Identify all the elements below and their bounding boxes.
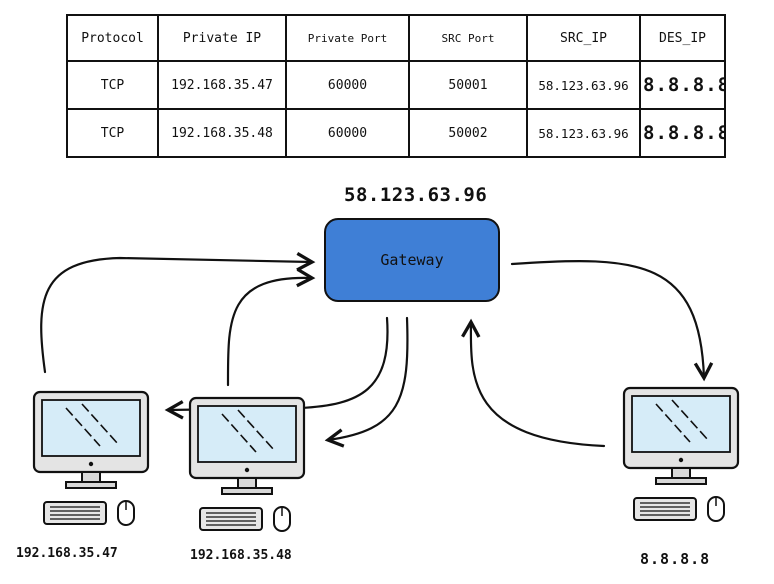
- header-src-ip: SRC_IP: [526, 14, 641, 62]
- arrow-host47-to-gateway: [40, 258, 312, 374]
- cell-des-ip: 8.8.8.8: [639, 60, 726, 110]
- computer-icon: [32, 390, 150, 526]
- cell-private-port: 60000: [285, 60, 410, 110]
- gateway-public-ip: 58.123.63.96: [344, 184, 488, 206]
- nat-table: Protocol Private IP Private Port SRC Por…: [66, 14, 726, 158]
- table-row: TCP 192.168.35.47 60000 50001 58.123.63.…: [66, 60, 726, 110]
- header-private-ip: Private IP: [157, 14, 287, 62]
- gateway-label: Gateway: [380, 251, 444, 269]
- cell-protocol: TCP: [66, 60, 159, 110]
- cell-src-port: 50002: [408, 108, 528, 158]
- header-private-port: Private Port: [285, 14, 410, 62]
- cell-src-port: 50001: [408, 60, 528, 110]
- computer-icon: [188, 396, 306, 532]
- host-ip-label: 192.168.35.48: [190, 548, 292, 563]
- host-computer-48: [186, 392, 306, 542]
- table-header-row: Protocol Private IP Private Port SRC Por…: [66, 14, 726, 62]
- cell-src-ip: 58.123.63.96: [526, 108, 641, 158]
- table-row: TCP 192.168.35.48 60000 50002 58.123.63.…: [66, 108, 726, 158]
- arrow-gateway-to-server: [510, 260, 704, 378]
- cell-des-ip: 8.8.8.8: [639, 108, 726, 158]
- header-des-ip: DES_IP: [639, 14, 726, 62]
- gateway-box: Gateway: [324, 218, 500, 302]
- header-src-port: SRC Port: [408, 14, 528, 62]
- server-ip-label: 8.8.8.8: [640, 550, 711, 568]
- host-ip-label: 192.168.35.47: [16, 546, 118, 561]
- arrow-host48-to-gateway: [226, 278, 312, 387]
- cell-private-ip: 192.168.35.47: [157, 60, 287, 110]
- cell-private-ip: 192.168.35.48: [157, 108, 287, 158]
- arrow-gateway-to-host47: [168, 316, 389, 410]
- arrow-gateway-to-host48: [328, 316, 409, 440]
- cell-protocol: TCP: [66, 108, 159, 158]
- arrow-server-to-gateway: [471, 322, 606, 448]
- cell-src-ip: 58.123.63.96: [526, 60, 641, 110]
- computer-icon: [622, 386, 740, 522]
- cell-private-port: 60000: [285, 108, 410, 158]
- server-computer-8888: [620, 382, 740, 532]
- header-protocol: Protocol: [66, 14, 159, 62]
- host-computer-47: [30, 386, 150, 536]
